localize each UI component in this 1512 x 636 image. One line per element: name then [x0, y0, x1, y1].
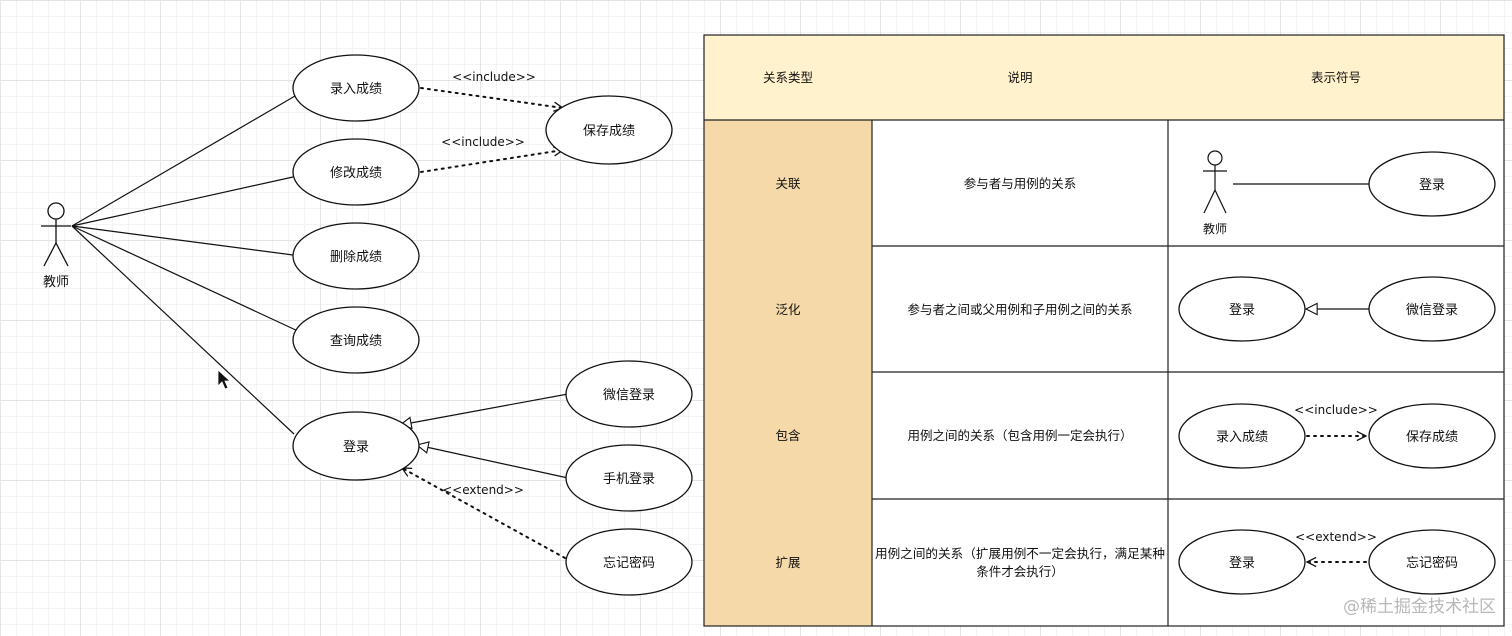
- symbol-include-target: 保存成绩: [1406, 430, 1458, 445]
- symbol-gen-child: 微信登录: [1406, 303, 1458, 318]
- row-type-generalization: 泛化: [775, 302, 801, 317]
- svg-text:微信登录: 微信登录: [603, 388, 655, 403]
- row-desc-include: 用例之间的关系（包含用例一定会执行）: [907, 428, 1132, 443]
- row-desc-extend-line2: 条件才会执行）: [976, 564, 1064, 579]
- use-case-enter-score[interactable]: 录入成绩: [292, 54, 420, 122]
- mouse-cursor-icon: [217, 369, 232, 390]
- svg-text:录入成绩: 录入成绩: [330, 82, 382, 97]
- use-case-save-score[interactable]: 保存成绩: [545, 95, 673, 165]
- watermark: @稀土掘金技术社区: [1343, 597, 1496, 617]
- symbol-association: 教师 登录: [1203, 150, 1496, 236]
- use-case-modify-score[interactable]: 修改成绩: [292, 138, 420, 206]
- row-desc-extend-line1: 用例之间的关系（扩展用例不一定会执行，满足某种: [875, 546, 1165, 561]
- extend-arrow-forgot-login[interactable]: [402, 467, 566, 559]
- generalization-wechat-login[interactable]: [400, 393, 569, 425]
- symbol-include-label: <<include>>: [1294, 403, 1378, 417]
- symbol-actor-label: 教师: [1203, 221, 1227, 236]
- header-description: 说明: [1007, 70, 1032, 85]
- relationship-table: 关系类型 说明 表示符号 关联 泛化 包含 扩展 参与者与用例的关系 参与者之间…: [703, 34, 1505, 627]
- include-label-2: <<include>>: [441, 135, 525, 149]
- row-type-include: 包含: [775, 428, 801, 443]
- row-desc-association: 参与者与用例的关系: [964, 176, 1077, 191]
- symbol-assoc-usecase: 登录: [1419, 178, 1445, 193]
- include-arrow-modify-save[interactable]: [420, 150, 563, 173]
- symbol-actor-icon: [1203, 150, 1227, 214]
- svg-text:查询成绩: 查询成绩: [330, 334, 382, 349]
- include-label-1: <<include>>: [452, 70, 536, 84]
- svg-text:忘记密码: 忘记密码: [603, 555, 655, 571]
- teacher-actor[interactable]: [41, 202, 71, 267]
- svg-text:修改成绩: 修改成绩: [330, 166, 382, 181]
- use-case-delete-score[interactable]: 删除成绩: [292, 222, 420, 290]
- symbol-extend-label: <<extend>>: [1295, 530, 1377, 544]
- svg-text:删除成绩: 删除成绩: [330, 250, 382, 265]
- header-symbol: 表示符号: [1311, 70, 1361, 85]
- symbol-include-base: 录入成绩: [1216, 430, 1268, 445]
- symbol-gen-parent: 登录: [1229, 303, 1255, 318]
- row-type-association: 关联: [775, 176, 801, 191]
- use-case-phone-login[interactable]: 手机登录: [565, 444, 693, 512]
- association-lines: [71, 95, 301, 435]
- generalization-phone-login[interactable]: [417, 445, 569, 479]
- include-arrow-enter-save[interactable]: [420, 87, 563, 108]
- symbol-extend: <<extend>> 登录 忘记密码: [1178, 529, 1496, 595]
- teacher-actor-label: 教师: [43, 274, 69, 290]
- row-type-extend: 扩展: [775, 555, 800, 570]
- use-case-forgot-password[interactable]: 忘记密码: [565, 528, 693, 596]
- row-desc-generalization: 参与者之间或父用例和子用例之间的关系: [907, 302, 1132, 317]
- use-case-query-score[interactable]: 查询成绩: [292, 306, 420, 374]
- type-column-bg: [704, 120, 872, 626]
- svg-text:登录: 登录: [343, 440, 369, 455]
- table-header-row: [704, 35, 1504, 120]
- use-case-wechat-login[interactable]: 微信登录: [565, 360, 693, 428]
- symbol-generalization: 登录 微信登录: [1178, 276, 1496, 342]
- header-relation-type: 关系类型: [763, 70, 813, 85]
- symbol-extend-source: 忘记密码: [1406, 555, 1458, 571]
- symbol-include: <<include>> 录入成绩 保存成绩: [1178, 403, 1496, 469]
- extend-label: <<extend>>: [442, 483, 524, 497]
- symbol-extend-base: 登录: [1229, 556, 1255, 571]
- svg-text:保存成绩: 保存成绩: [583, 124, 635, 139]
- use-case-login[interactable]: 登录: [292, 411, 420, 481]
- svg-text:手机登录: 手机登录: [603, 472, 655, 487]
